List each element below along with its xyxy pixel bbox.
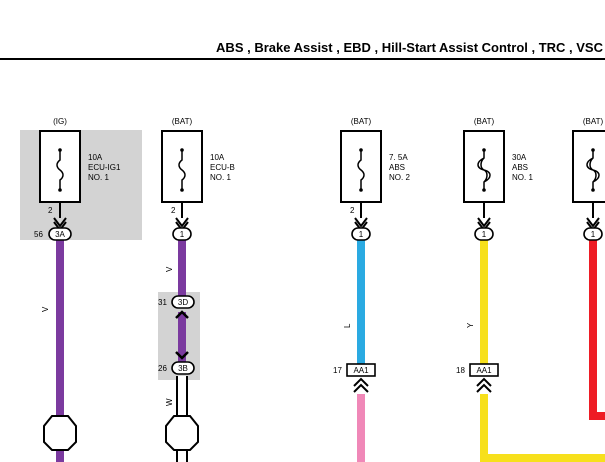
connector-pin-number: 17 (333, 366, 342, 375)
fuse-pin-number: 2 (48, 206, 53, 215)
pin-arrow-up-icon (476, 377, 492, 393)
fuse-name: ABS (512, 163, 528, 172)
wire-edge (589, 240, 597, 420)
fuse-name: ECU-B (210, 163, 235, 172)
power-source-label: (BAT) (351, 117, 372, 126)
power-source-label: (IG) (53, 117, 67, 126)
connector-aa1 (469, 363, 499, 377)
wire-edge-horizontal (589, 412, 605, 420)
title-rule (0, 58, 605, 60)
fuse-number: NO. 1 (210, 173, 231, 182)
wire-color-code: V (165, 266, 174, 272)
wire-abs-2-lower (357, 394, 365, 462)
fuse-ecu-ig1: (IG) 10A ECU-IG1 NO. 1 2 3A 56 V (34, 117, 121, 451)
fuse-rating: 10A (210, 153, 225, 162)
connector-1 (583, 227, 603, 241)
fuse-number: NO. 1 (88, 173, 109, 182)
fuse-rating: 30A (512, 153, 527, 162)
power-source-label: (BAT) (172, 117, 193, 126)
fuse-element-icon (178, 150, 186, 190)
wire-abs-1 (480, 240, 488, 364)
fuse-abs-no1: (BAT) 30A ABS NO. 1 1 Y AA1 18 (456, 117, 533, 393)
wire-ecu-b-upper (178, 240, 186, 298)
connector-label: 3D (178, 298, 188, 307)
fuse-element-icon (56, 150, 64, 190)
power-source-label: (BAT) (474, 117, 495, 126)
connector-1 (172, 227, 192, 241)
connector-pin-number: 26 (158, 364, 167, 373)
fuse-number: NO. 2 (389, 173, 410, 182)
wire-ecu-ig1 (56, 240, 64, 462)
connector-label: 1 (591, 230, 596, 239)
power-source-label: (BAT) (583, 117, 604, 126)
ground-connector-icon (165, 415, 199, 451)
wire-abs-2 (357, 240, 365, 364)
connector-1 (351, 227, 371, 241)
pin-arrow-down-icon (175, 351, 189, 360)
fuse-pin-number: 2 (350, 206, 355, 215)
connector-label: 3B (178, 364, 188, 373)
connector-pin-number: 18 (456, 366, 465, 375)
pin-arrow-up-icon (175, 310, 189, 319)
fuse-edge: (BAT) 1 (572, 117, 605, 241)
fuse-rating: 7. 5A (389, 153, 408, 162)
wire-color-code: Y (466, 322, 475, 328)
connector-label: AA1 (353, 366, 369, 375)
fuse-name: ABS (389, 163, 405, 172)
connector-3b (171, 361, 195, 375)
fuse-name: ECU-IG1 (88, 163, 121, 172)
connector-label: 1 (482, 230, 487, 239)
wire-color-code: L (343, 323, 352, 328)
connector-label: 1 (359, 230, 364, 239)
connector-3a (48, 227, 72, 241)
wire-abs-1-horizontal (480, 454, 605, 462)
connector-aa1 (346, 363, 376, 377)
fuse-number: NO. 1 (512, 173, 533, 182)
fuse-rating: 10A (88, 153, 103, 162)
connector-pin-number: 56 (34, 230, 43, 239)
connector-3d (171, 295, 195, 309)
fuse-element-large-icon (586, 150, 600, 190)
fuse-abs-no2: (BAT) 7. 5A ABS NO. 2 2 1 L AA1 17 (333, 117, 410, 393)
connector-label: 1 (180, 230, 185, 239)
connector-label: AA1 (476, 366, 492, 375)
fuse-ecu-b: (BAT) 10A ECU-B NO. 1 2 1 V 3D 31 3B 26 … (158, 117, 235, 451)
wire-ecu-b-mid (178, 312, 186, 362)
ground-connector-icon (43, 415, 77, 451)
pin-arrow-up-icon (353, 377, 369, 393)
fuse-element-large-icon (477, 150, 491, 190)
connector-pin-number: 31 (158, 298, 167, 307)
wire-color-code: W (165, 398, 174, 406)
wire-color-code: V (41, 306, 50, 312)
connector-label: 3A (55, 230, 65, 239)
fuse-box (572, 130, 605, 203)
fuse-pin-number: 2 (171, 206, 176, 215)
diagram-title: ABS , Brake Assist , EBD , Hill-Start As… (216, 40, 603, 55)
wire-abs-1-lower (480, 394, 488, 462)
fuse-element-icon (357, 150, 365, 190)
connector-1 (474, 227, 494, 241)
